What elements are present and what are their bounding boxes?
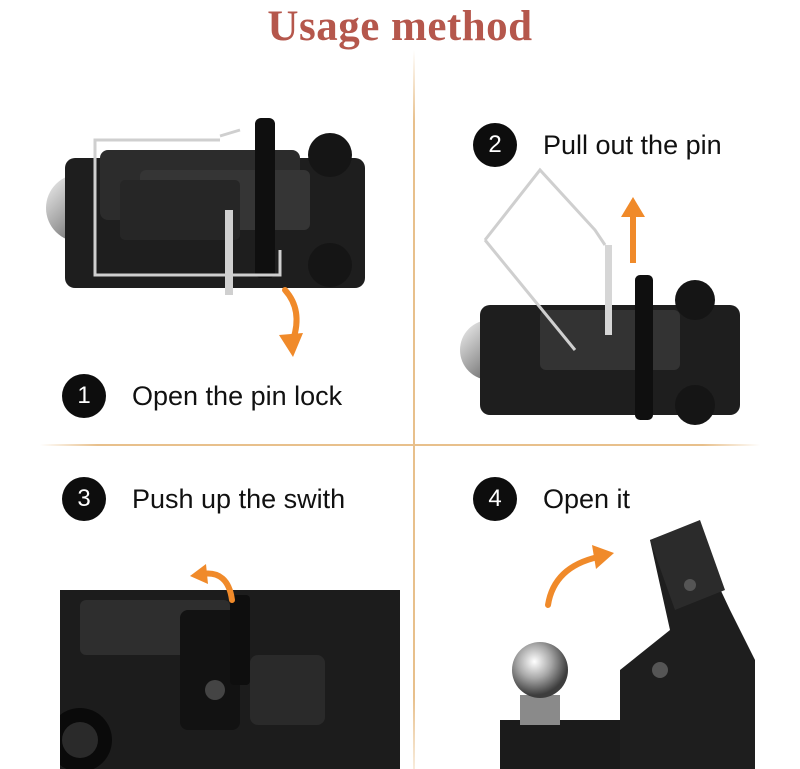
step-4: 4 Open it <box>473 477 630 521</box>
curved-arrow-icon <box>190 564 235 603</box>
step-3-label: Push up the swith <box>132 483 346 514</box>
hitch-pin-pulled-photo <box>460 167 740 425</box>
curved-arrow-icon <box>279 287 303 357</box>
horizontal-divider <box>40 444 760 446</box>
step-2-label: Pull out the pin <box>543 129 722 160</box>
hitch-pin-lock-photo <box>46 118 365 295</box>
step-1-label: Open the pin lock <box>132 380 343 411</box>
step-1: 1 Open the pin lock <box>62 374 342 418</box>
step-2: 2 Pull out the pin <box>473 123 722 167</box>
arrow-up-icon <box>621 197 645 263</box>
hitch-open-photo <box>500 520 755 769</box>
hitch-switch-photo <box>60 590 400 769</box>
page-title: Usage method <box>267 3 533 50</box>
step-2-badge: 2 <box>473 123 517 167</box>
curved-arrow-icon <box>545 545 614 608</box>
step-4-badge: 4 <box>473 477 517 521</box>
step-4-label: Open it <box>543 483 631 514</box>
step-3: 3 Push up the swith <box>62 477 345 521</box>
step-3-badge: 3 <box>62 477 106 521</box>
vertical-divider <box>413 50 415 769</box>
step-1-badge: 1 <box>62 374 106 418</box>
